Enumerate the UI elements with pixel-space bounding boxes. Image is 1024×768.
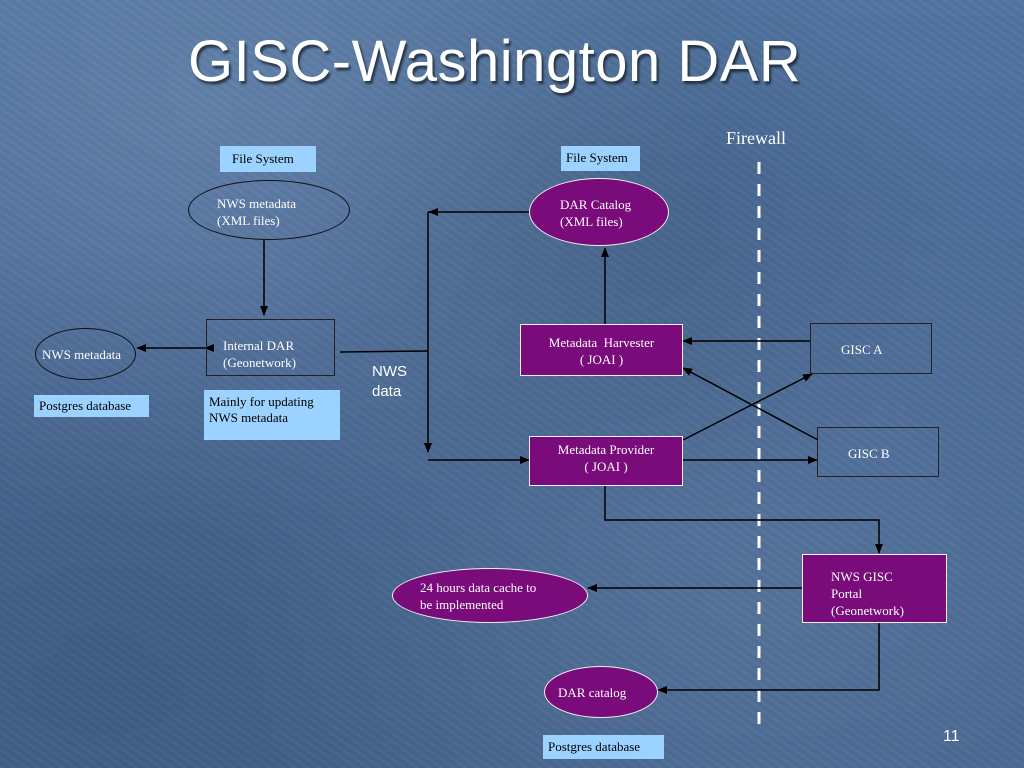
page-number: 11 [943, 728, 960, 745]
line-internal-to-bus [339, 350, 429, 353]
provider-line-1: Metadata Provider [557, 442, 655, 457]
nws-metadata-db-node: NWS metadata [35, 328, 136, 380]
nws-metadata-xml-line-1: NWS metadata [217, 196, 297, 211]
nws-metadata-xml-line-2: (XML files) [217, 213, 280, 228]
arrow-portal-to-darcatalog [657, 615, 883, 694]
portal-line-3: (Geonetwork) [831, 603, 904, 618]
dar-catalog-xml-node: DAR Catalog (XML files) [529, 178, 669, 246]
internal-dar-line-2: (Geonetwork) [223, 355, 296, 370]
file-system-label-left: File System [220, 146, 316, 172]
portal-line-2: Portal [831, 586, 863, 601]
nws-gisc-portal-node: NWS GISC Portal (Geonetwork) [802, 554, 947, 623]
internal-dar-node: Internal DAR (Geonetwork) [206, 319, 335, 376]
portal-line-1: NWS GISC [831, 569, 893, 584]
dar-catalog-xml-line-2: (XML files) [560, 214, 623, 229]
mainly-for-line-1: Mainly for updating [209, 394, 314, 409]
nws-data-line-1: NWS [372, 363, 407, 380]
cache-line-2: be implemented [420, 597, 504, 612]
arrow-giscb-to-harvester [682, 367, 819, 441]
mainly-for-updating-note: Mainly for updating NWS metadata [204, 390, 340, 440]
dar-catalog-db-node: DAR catalog [544, 666, 658, 718]
data-cache-node: 24 hours data cache to be implemented [392, 568, 588, 623]
arrow-provider-to-gisca [682, 373, 813, 441]
mainly-for-line-2: NWS metadata [209, 410, 289, 425]
nws-data-label: NWS data [372, 362, 407, 402]
file-system-label-right: File System [561, 146, 640, 171]
nws-metadata-xml-node: NWS metadata (XML files) [188, 180, 350, 240]
internal-dar-line-1: Internal DAR [223, 338, 295, 353]
dar-catalog-xml-line-1: DAR Catalog [560, 197, 632, 212]
arrow-provider-to-portal [604, 486, 883, 554]
harvester-line-1: Metadata Harvester [548, 335, 655, 350]
firewall-label: Firewall [726, 128, 786, 148]
slide-title: GISC-Washington DAR [188, 29, 802, 94]
provider-line-2: ( JOAI ) [584, 459, 628, 474]
gisc-a-node: GISC A [810, 323, 932, 374]
postgres-label-bottom: Postgres database [543, 735, 664, 759]
harvester-line-2: ( JOAI ) [579, 352, 624, 367]
nws-data-line-2: data [372, 383, 402, 400]
metadata-harvester-node: Metadata Harvester ( JOAI ) [520, 324, 683, 376]
postgres-label-left: Postgres database [34, 395, 149, 417]
metadata-provider-node: Metadata Provider ( JOAI ) [529, 436, 683, 486]
cache-line-1: 24 hours data cache to [420, 580, 537, 595]
gisc-b-node: GISC B [817, 427, 939, 477]
